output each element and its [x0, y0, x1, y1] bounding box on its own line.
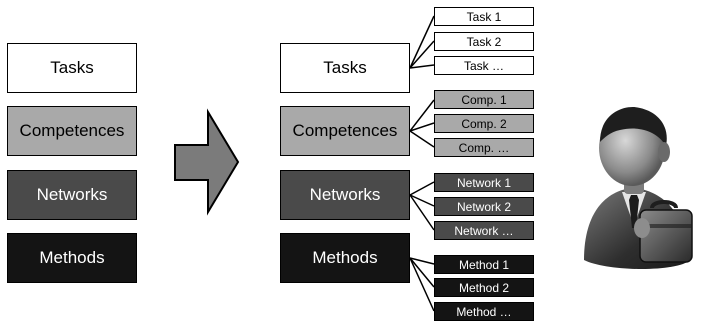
- competence-item: Comp. …: [434, 138, 534, 157]
- right-methods-box: Methods: [280, 233, 410, 283]
- left-networks-box: Networks: [7, 170, 137, 220]
- network-item: Network 2: [434, 197, 534, 216]
- connector-line: [409, 257, 435, 288]
- connector-line: [409, 194, 435, 207]
- network-item: Network 1: [434, 173, 534, 192]
- task-item: Task …: [434, 56, 534, 75]
- connector-line: [409, 40, 435, 69]
- connector-line: [409, 130, 435, 148]
- connector-line: [409, 15, 435, 69]
- right-competences-box: Competences: [280, 106, 410, 156]
- connector-line: [409, 99, 435, 132]
- left-competences-box: Competences: [7, 106, 137, 156]
- right-networks-box: Networks: [280, 170, 410, 220]
- right-arrow-icon: [174, 108, 240, 216]
- businessman-icon: [584, 107, 693, 269]
- connector-line: [409, 181, 435, 196]
- connector-line: [409, 257, 435, 265]
- competence-item: Comp. 2: [434, 114, 534, 133]
- connector-line: [409, 64, 435, 69]
- method-item: Method …: [434, 302, 534, 321]
- method-item: Method 2: [434, 278, 534, 297]
- network-item: Network …: [434, 221, 534, 240]
- connector-line: [409, 122, 435, 132]
- connector-line: [409, 194, 435, 231]
- task-item: Task 2: [434, 32, 534, 51]
- connector-line: [409, 257, 435, 312]
- method-item: Method 1: [434, 255, 534, 274]
- competence-item: Comp. 1: [434, 90, 534, 109]
- left-methods-box: Methods: [7, 233, 137, 283]
- left-tasks-box: Tasks: [7, 43, 137, 93]
- task-item: Task 1: [434, 7, 534, 26]
- right-tasks-box: Tasks: [280, 43, 410, 93]
